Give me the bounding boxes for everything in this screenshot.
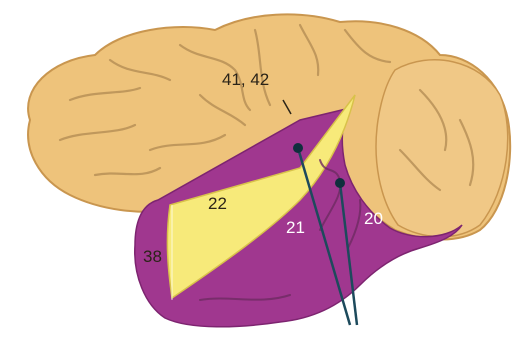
pointer-dot-20 <box>335 178 345 188</box>
label-area-22: 22 <box>208 194 227 213</box>
label-area-41-42: 41, 42 <box>222 70 269 89</box>
label-area-21: 21 <box>286 218 305 237</box>
label-area-38: 38 <box>143 247 162 266</box>
occipital-lobe <box>376 60 508 237</box>
pointer-dot-21 <box>293 143 303 153</box>
label-area-20: 20 <box>364 209 383 228</box>
